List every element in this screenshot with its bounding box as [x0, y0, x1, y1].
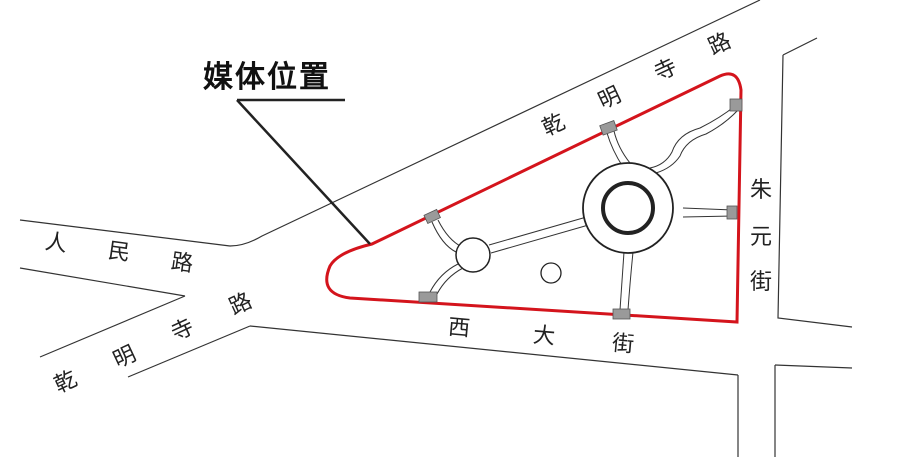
road-edge	[19, 267, 186, 297]
street-label-char: 元	[750, 225, 773, 250]
sign-marker-icon	[729, 98, 743, 112]
road-lines	[19, 0, 853, 457]
street-label-char: 街	[750, 270, 773, 295]
street-label-char: 西	[446, 315, 472, 342]
sign-markers	[418, 98, 743, 320]
callout-label: 媒体位置	[203, 60, 331, 95]
street-label-char: 民	[106, 238, 132, 267]
street-label-char: 街	[610, 331, 636, 358]
plaza-outline	[325, 72, 743, 324]
callout-leader	[236, 98, 371, 245]
callout-pointer	[236, 99, 371, 245]
road-edge	[19, 219, 231, 247]
street-label-char: 大	[531, 323, 557, 350]
small-circle-marker	[540, 262, 562, 284]
road-edge	[127, 325, 251, 378]
small-circle-feature	[455, 237, 491, 273]
sign-marker-icon	[612, 308, 631, 320]
sign-marker-icon	[418, 291, 438, 303]
road-edge	[249, 325, 739, 376]
fountain-icon	[582, 162, 674, 254]
road-edge	[777, 54, 853, 328]
road-edge	[782, 37, 818, 56]
street-label-char: 路	[169, 249, 195, 278]
street-label-char: 朱	[750, 178, 773, 203]
sign-marker-icon	[423, 208, 441, 225]
sign-marker-icon	[599, 120, 618, 136]
plaza-paths	[429, 105, 739, 311]
road-edge	[774, 364, 853, 369]
sign-marker-icon	[726, 205, 738, 220]
street-label-char: 人	[43, 229, 69, 258]
road-edge	[229, 0, 761, 247]
road-edge	[39, 295, 186, 358]
